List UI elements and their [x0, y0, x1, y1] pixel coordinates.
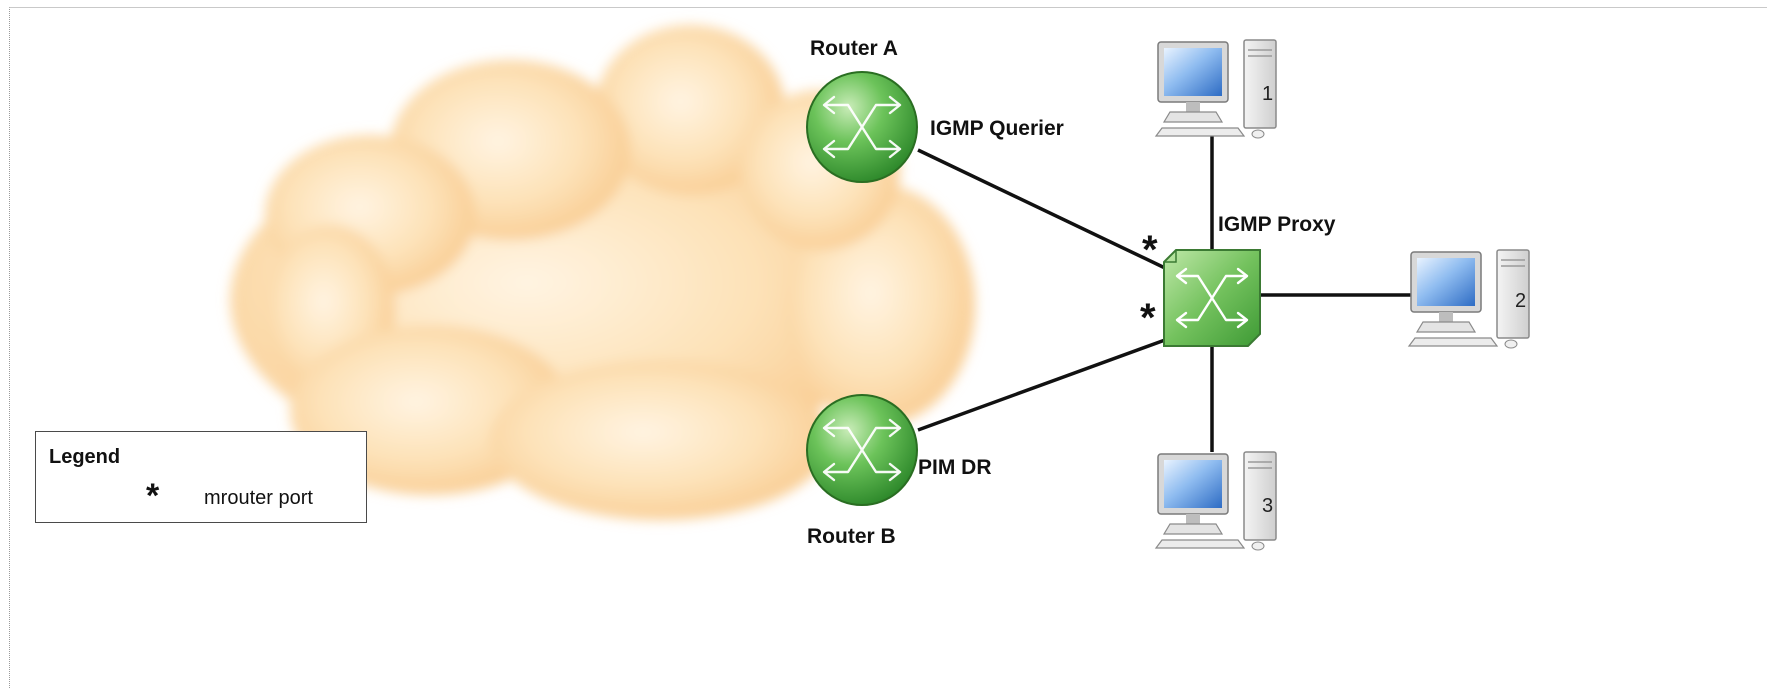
link-router-b-proxy: [917, 338, 1166, 432]
mrouter-port-marker: *: [1142, 228, 1158, 272]
host-3-number: 3: [1262, 495, 1274, 517]
router-b-icon: [805, 393, 919, 507]
network-links: [917, 135, 1412, 452]
legend-box: Legend * mrouter port: [35, 431, 367, 523]
host-1-number: 1: [1262, 83, 1274, 105]
igmp-querier-label: IGMP Querier: [930, 117, 1064, 140]
legend-text: mrouter port: [204, 487, 313, 509]
igmp-proxy-switch-icon: [1163, 249, 1261, 347]
figure-frame: [9, 7, 1767, 688]
mrouter-port-marker: *: [1140, 296, 1156, 340]
igmp-proxy-label: IGMP Proxy: [1218, 213, 1336, 236]
host-2-number: 2: [1515, 290, 1527, 312]
host-1-computer-icon: [1155, 39, 1277, 139]
host-2-computer-icon: [1408, 249, 1530, 349]
legend-title: Legend: [49, 446, 121, 468]
host-3-computer-icon: [1155, 451, 1277, 551]
link-router-a-proxy: [917, 148, 1166, 270]
legend-symbol: *: [146, 477, 160, 515]
router-b-label: Router B: [807, 525, 896, 548]
pim-dr-label: PIM DR: [918, 456, 992, 479]
router-a-label: Router A: [810, 37, 898, 60]
router-a-icon: [805, 70, 919, 184]
